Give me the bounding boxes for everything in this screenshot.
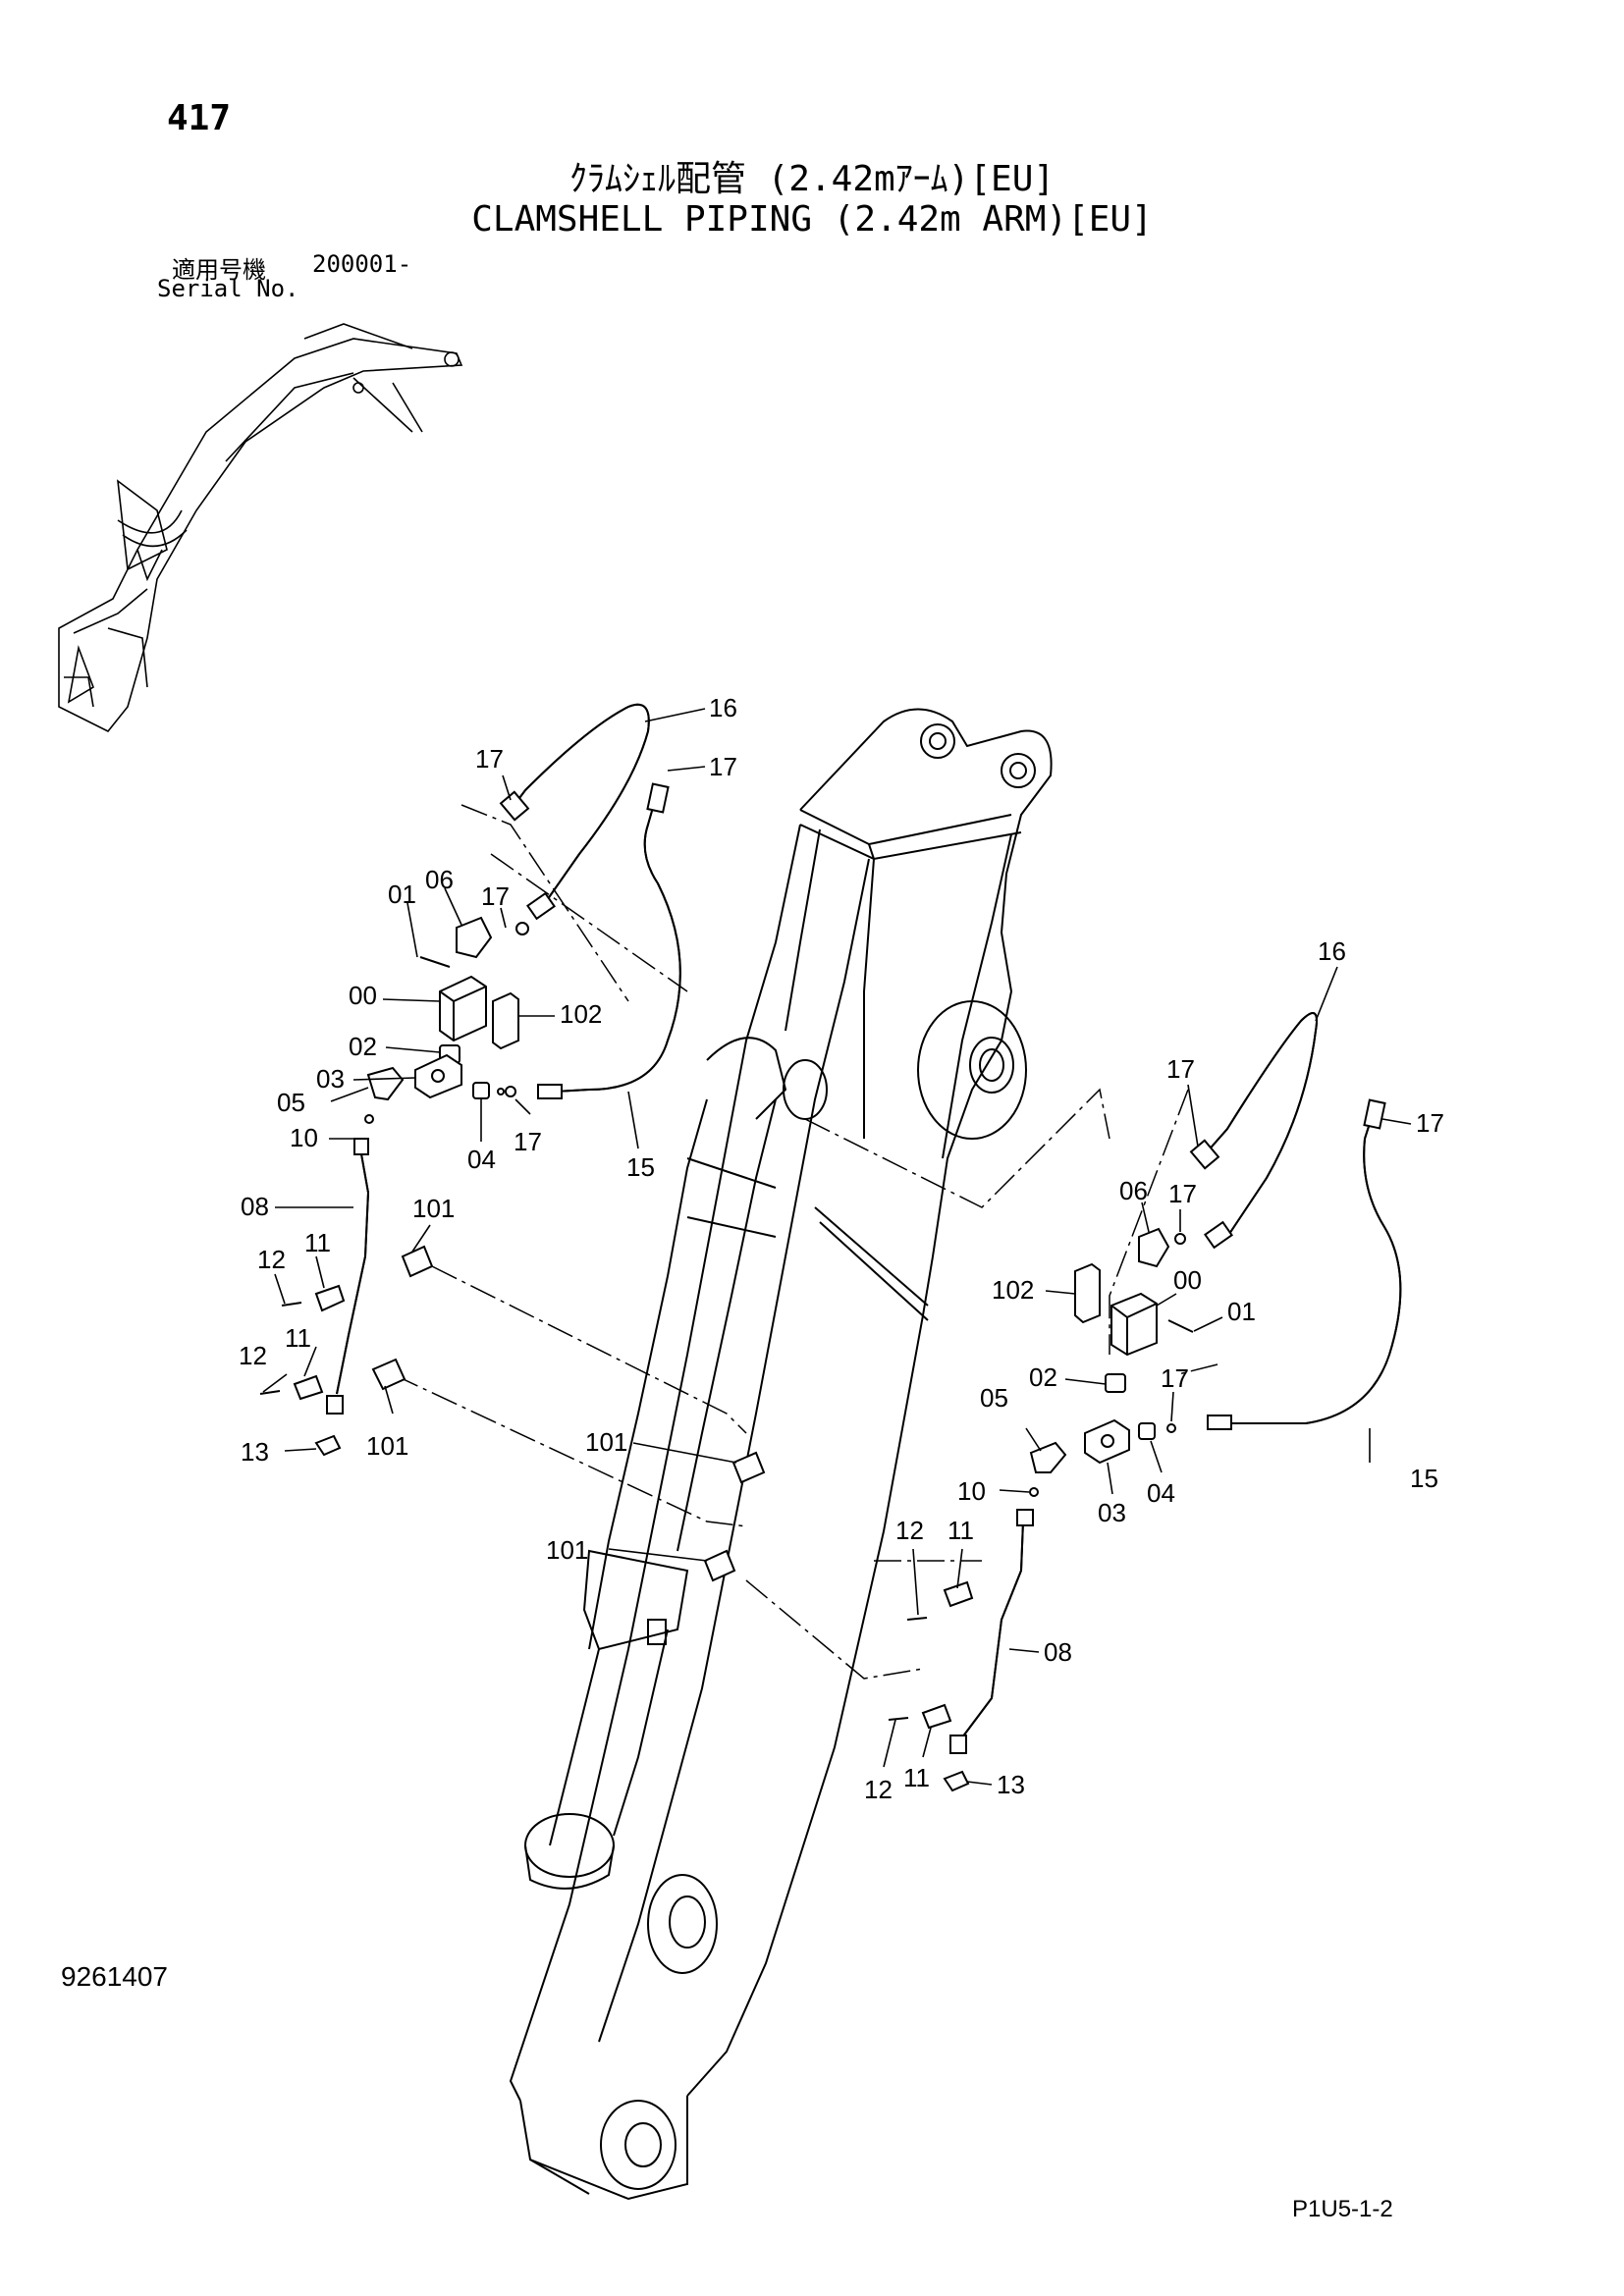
callout-leader-lines [262,708,1412,1786]
callout-center-101a: 101 [585,1427,627,1457]
callout-right-17a: 17 [1166,1054,1195,1084]
callout-left-17c: 17 [481,881,510,911]
callout-left-17a: 17 [475,744,504,774]
callout-center-101b: 101 [546,1535,588,1565]
arm-structure [509,708,1053,2201]
callout-left-11b: 11 [285,1323,311,1353]
callout-left-01: 01 [388,880,416,909]
serial-label-english: Serial No. [157,275,299,302]
page-number: 417 [167,98,232,138]
callout-left-12b: 12 [239,1341,267,1370]
callout-right-17d: 17 [1161,1363,1189,1393]
callout-right-08: 08 [1044,1637,1072,1667]
callout-right-01: 01 [1227,1297,1256,1326]
page-code: P1U5-1-2 [1292,2196,1393,2222]
callout-left-13: 13 [241,1437,269,1467]
callout-left-10: 10 [290,1123,318,1152]
callout-left-04: 04 [467,1145,496,1174]
title-english: CLAMSHELL PIPING (2.42m ARM)[EU] [471,199,1153,240]
callout-right-102: 102 [992,1275,1034,1305]
serial-label-japanese: 適用号機 [172,256,266,284]
callout-right-12b: 12 [864,1775,893,1804]
callout-right-06: 06 [1119,1176,1148,1205]
callout-labels: 16 17 17 17 01 06 00 102 02 03 05 10 04 … [239,693,1444,1804]
callout-left-00: 00 [349,981,377,1010]
callout-right-12a: 12 [895,1516,924,1545]
callout-left-06: 06 [425,865,454,894]
callout-right-16: 16 [1318,936,1346,966]
callout-left-102: 102 [560,999,602,1029]
callout-right-00: 00 [1173,1265,1202,1295]
callout-left-17b: 17 [709,752,737,781]
assembly-leader-lines [392,804,1218,1680]
callout-right-10: 10 [957,1476,986,1506]
drawing-code: 9261407 [61,1961,169,1992]
callout-right-11b: 11 [903,1763,930,1792]
title-japanese: ｸﾗﾑｼｪﾙ配管 (2.42mｱｰﾑ)[EU] [568,159,1056,199]
callout-left-101b: 101 [366,1431,408,1461]
callout-left-03: 03 [316,1064,345,1094]
callout-left-05: 05 [277,1088,305,1117]
callout-left-12a: 12 [257,1245,286,1274]
serial-number-value: 200001- [312,250,412,278]
callout-left-11a: 11 [304,1228,331,1257]
callout-right-13: 13 [997,1770,1025,1799]
callout-right-11a: 11 [947,1516,974,1545]
right-piping-assembly [888,1012,1402,1792]
overview-attachment-illustration [58,323,463,733]
callout-left-17d: 17 [514,1127,542,1156]
callout-left-08: 08 [241,1192,269,1221]
left-piping-assembly [259,703,681,1457]
callout-right-17b: 17 [1416,1108,1444,1138]
callout-right-03: 03 [1098,1498,1126,1527]
callout-left-15: 15 [626,1152,655,1182]
callout-right-02: 02 [1029,1362,1057,1392]
callout-right-05: 05 [980,1383,1008,1413]
callout-left-16: 16 [709,693,737,722]
callout-right-17c: 17 [1168,1179,1197,1208]
callout-left-02: 02 [349,1032,377,1061]
callout-right-04: 04 [1147,1478,1175,1508]
callout-left-101a: 101 [412,1194,455,1223]
center-brackets [703,1451,766,1582]
callout-right-15: 15 [1410,1464,1438,1493]
